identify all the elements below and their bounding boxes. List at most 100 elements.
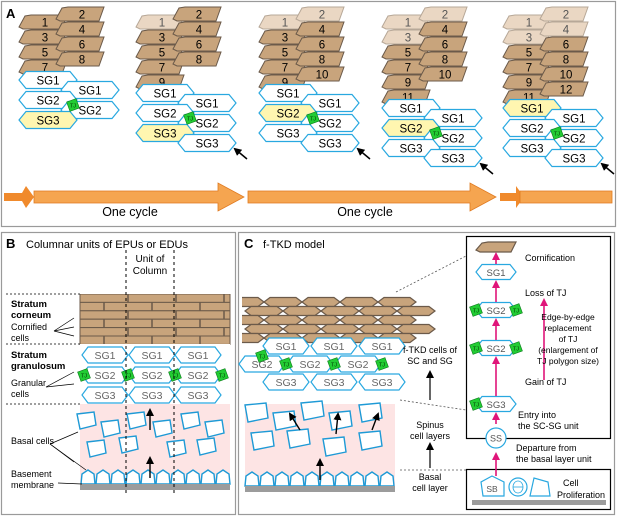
cornified-cell-number: 2 <box>79 10 85 22</box>
cornified-bricks <box>79 294 231 345</box>
tj-marker <box>429 126 443 140</box>
sg-cell-label: SG3 <box>275 377 296 389</box>
zoom-lines <box>395 255 467 471</box>
cornified-cell-number: 8 <box>563 55 569 67</box>
sg-cell-label: SG1 <box>78 85 101 97</box>
cornified-cell-number: 1 <box>282 18 288 30</box>
sg-cell-label: SG1 <box>276 88 299 100</box>
sg-cell-label: SG1 <box>275 341 296 353</box>
sg-cell-label: SG2 <box>195 118 218 130</box>
cornified-cell <box>301 314 341 326</box>
flow-edge-3: of TJ <box>559 334 578 344</box>
flow-ss-label: SS <box>490 434 502 444</box>
cornified-cell-number: 1 <box>405 18 411 30</box>
cornified-cell <box>539 51 589 67</box>
cornified-cell-number: 2 <box>196 10 202 22</box>
spinous-cell <box>152 419 173 438</box>
flow-cornified-cell <box>475 241 517 253</box>
sg-cell <box>310 337 358 355</box>
sg-cell <box>135 123 195 143</box>
cornified-cell-number: 10 <box>560 70 573 82</box>
cornified-cell <box>55 21 105 37</box>
cornified-cells-2: cells <box>11 333 30 343</box>
flow-edge-5: TJ polygon size) <box>537 356 599 366</box>
flow-sb-label: SB <box>486 484 498 494</box>
cornified-cell <box>339 296 379 308</box>
ftkd-label-1: f-TKD cells of <box>403 345 458 355</box>
panel-b-frame <box>0 231 237 516</box>
cycle-arrow-start <box>4 186 34 208</box>
flow-sg1 <box>475 263 517 281</box>
sg-cell-label: SG2 <box>318 118 341 130</box>
cornified-cell-number: 2 <box>442 10 448 22</box>
cornified-cell <box>358 305 398 317</box>
sg-cell-label: SG2 <box>187 370 208 382</box>
sg-cell <box>258 123 318 143</box>
sg-cell <box>258 103 318 123</box>
tj-marker <box>327 357 341 371</box>
sg-cell-label: SG1 <box>323 341 344 353</box>
cornified-cell-number: 3 <box>42 33 48 45</box>
sg-cell-label: SG3 <box>562 153 585 165</box>
cycle-arrow-1 <box>33 182 245 212</box>
cornified-cell-number: 9 <box>282 78 288 90</box>
tj-marker <box>279 357 293 371</box>
cornified-cell <box>295 36 345 52</box>
cornified-cell <box>418 51 468 67</box>
spinous-cell <box>272 410 297 431</box>
cornified-cell <box>282 305 322 317</box>
sg-cell <box>502 118 562 138</box>
flow-entry-2: the SC-SG unit <box>518 421 579 431</box>
cornified-cell-number: 8 <box>79 55 85 67</box>
spinous-cell <box>358 430 383 451</box>
tj-label: TJ <box>473 347 479 353</box>
cornified-cell <box>377 296 417 308</box>
sg-cell-label: SG3 <box>141 390 162 402</box>
new-cell-arrow <box>356 147 371 160</box>
sg-cell <box>174 346 222 364</box>
cornified-cell-number: 2 <box>563 10 569 22</box>
sg-cell <box>358 373 406 391</box>
new-cell-arrow <box>479 162 494 175</box>
sg-cell-label: SG2 <box>78 105 101 117</box>
cornified-cell <box>282 323 322 335</box>
sg-cell <box>18 90 78 110</box>
sg-cell-label: SG3 <box>371 377 392 389</box>
sg-cell <box>381 98 441 118</box>
cornified-cell-number: 1 <box>159 18 165 30</box>
cornified-cell-number: 4 <box>442 25 449 37</box>
panel-b-tissue <box>76 294 231 490</box>
cornified-brick-row <box>79 318 231 329</box>
sg-cell <box>544 148 604 168</box>
cornified-cell <box>339 314 379 326</box>
cornified-cell <box>172 6 222 22</box>
flow-ss-cell <box>485 427 507 449</box>
cornified-cell <box>377 314 417 326</box>
cornified-cell <box>418 21 468 37</box>
cornified-cell <box>396 323 436 335</box>
flow-basement <box>472 500 606 505</box>
sg-cell-label: SG2 <box>141 370 162 382</box>
new-cell-arrow <box>600 162 615 175</box>
basement-membrane <box>80 484 230 490</box>
cornified-cell-number: 6 <box>563 40 569 52</box>
sg-cell-label: SG2 <box>276 108 299 120</box>
sg-cell <box>258 83 318 103</box>
sg-cell-label: SG3 <box>441 153 464 165</box>
sg-cell <box>18 70 78 90</box>
stratum-granulosum-1: Stratum <box>11 350 47 361</box>
cornified-cell <box>358 323 398 335</box>
tj-marker <box>509 341 523 355</box>
cornified-cell <box>172 51 222 67</box>
tj-label: TJ <box>554 132 560 138</box>
sg-cell <box>18 110 78 130</box>
cornified-cell <box>301 296 341 308</box>
sg-cell <box>381 118 441 138</box>
sg-cell <box>174 386 222 404</box>
spinous-cell <box>118 435 139 454</box>
panel-c-frame <box>237 231 616 516</box>
